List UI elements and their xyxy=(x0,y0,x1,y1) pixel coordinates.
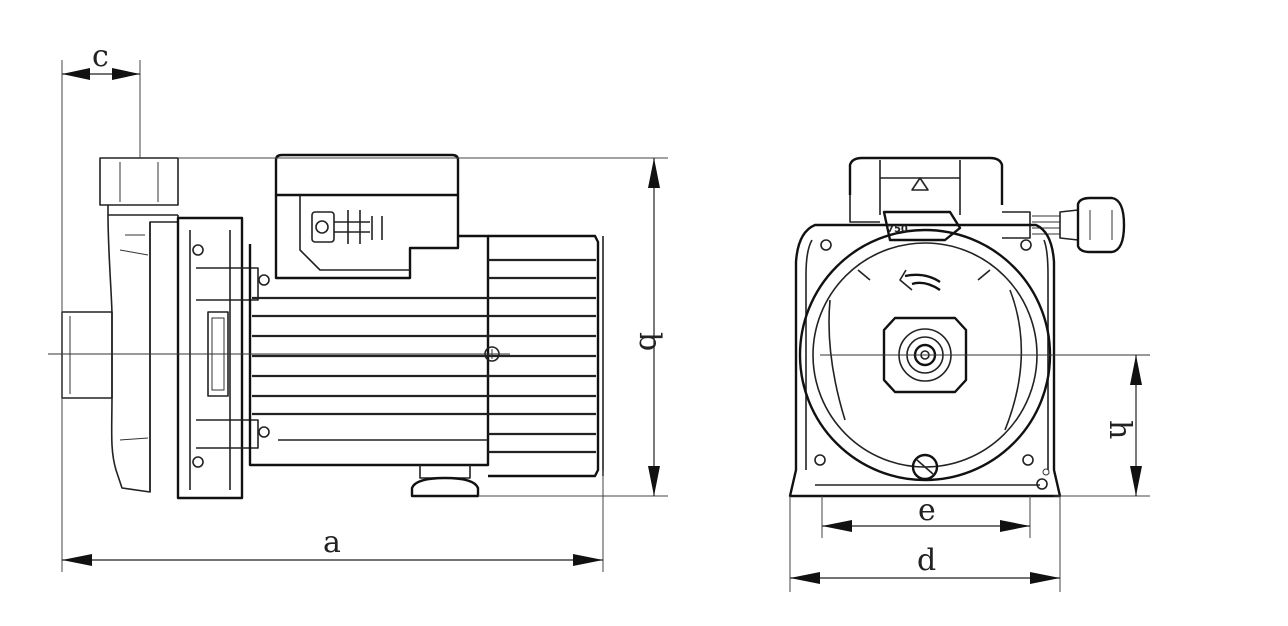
motor-foot xyxy=(410,465,480,498)
dimension-h xyxy=(1130,355,1142,496)
label-b: b xyxy=(632,332,667,351)
front-terminal-housing xyxy=(848,156,1004,223)
label-d: d xyxy=(917,543,936,578)
label-c: c xyxy=(92,39,109,74)
front-frame xyxy=(788,223,1062,498)
motor-bracket xyxy=(176,216,270,500)
cooling-fins xyxy=(252,258,596,454)
label-e: e xyxy=(918,493,936,528)
dimension-d xyxy=(790,572,1060,584)
outlet-port xyxy=(99,157,179,216)
dimension-e xyxy=(822,520,1030,532)
motor-body xyxy=(248,234,604,478)
pump-front-view: 750 xyxy=(788,156,1150,498)
power-label: 750 xyxy=(887,224,908,235)
power-plate: 750 xyxy=(882,210,962,242)
terminal-box xyxy=(274,153,460,280)
dimension-c xyxy=(62,68,140,80)
label-h: h xyxy=(1102,420,1137,439)
dimension-b xyxy=(648,158,660,496)
dimension-a xyxy=(62,554,603,566)
drain-plug xyxy=(911,453,939,481)
dimension-lines: c a b e d h xyxy=(61,39,1150,592)
inlet-port xyxy=(61,311,113,399)
pump-side-view xyxy=(48,153,604,500)
curved-arrow-left-icon xyxy=(899,269,941,292)
label-a: a xyxy=(323,525,341,560)
